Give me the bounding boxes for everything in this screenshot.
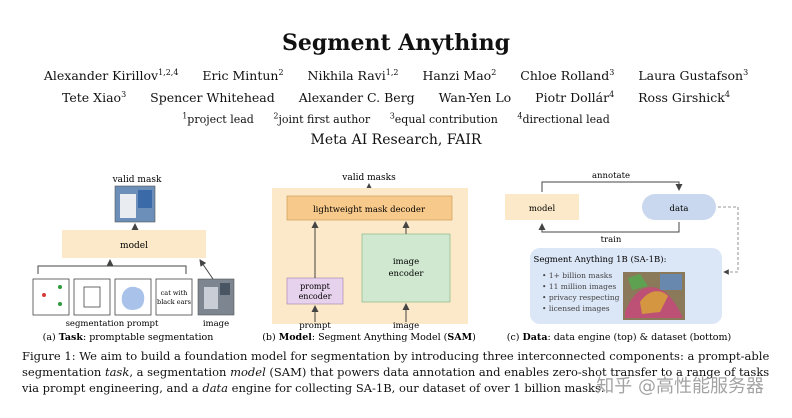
panel-b-model: valid masks lightweight mask decoder ima… [262,173,476,342]
image-encoder-label-2: encoder [389,269,425,279]
author-list-row-2: Tete Xiao3 Spencer Whitehead Alexander C… [0,90,792,105]
affiliation: Meta AI Research, FAIR [310,132,482,148]
panel-b-caption: (b) Model: Segment Anything Model (SAM) [262,332,476,342]
figure-caption: Figure 1: We aim to build a foundation m… [22,349,770,395]
author: Alexander C. Berg [298,90,415,106]
prompt-encoder-label-1: prompt [300,282,330,291]
model-box [62,230,206,258]
panel-a-task: valid mask model cat with black ears seg… [32,175,235,342]
mask-decoder-label: lightweight mask decoder [313,205,426,215]
author-note: 3equal contribution [389,111,498,126]
image-encoder-label-1: image [393,257,419,267]
author: Wan-Yen Lo [438,90,512,106]
author-notes: 1project lead 2joint first author 3equal… [0,111,792,126]
image-label-b: image [393,321,419,331]
dataset-bullet: • privacy respecting [542,293,620,302]
watermark: 知乎 @高性能服务器 [596,376,764,397]
author-list-row-1: Alexander Kirillov1,2,4 Eric Mintun2 Nik… [0,68,792,83]
panel-c-caption: (c) Data: data engine (top) & dataset (b… [507,332,731,342]
caption-label: Figure 1: [22,349,76,363]
dataset-bullet: • licensed images [542,304,610,313]
valid-mask-region [138,190,152,208]
author: Ross Girshick4 [638,90,730,106]
author: Spencer Whitehead [150,90,275,106]
author: Hanzi Mao2 [422,68,497,84]
engine-data-label: data [670,204,689,214]
dataset-bullet: • 11 million images [542,282,616,291]
dataset-bullet: • 1+ billion masks [542,271,612,280]
figure-1: valid mask model cat with black ears seg… [32,171,739,342]
valid-masks-label: valid masks [341,173,396,183]
image-label-a: image [203,319,229,329]
valid-mask-overlay [120,194,136,218]
text-prompt-box [155,278,193,316]
engine-data-box [642,194,716,220]
train-label: train [601,235,622,245]
prompt-encoder-box [286,277,344,305]
engine-model-label: model [529,204,556,214]
valid-mask-label: valid mask [112,175,162,185]
model-box-label: model [120,241,148,251]
text-prompt-line-1: cat with [161,289,188,297]
box-prompt-box [73,278,111,316]
paper-title: Segment Anything [281,30,511,56]
image-encoder-box [361,233,451,303]
panel-c-data: model data annotate train Segment Anythi… [505,171,739,342]
author-note: 1project lead [182,111,254,126]
author-note: 2joint first author [273,111,371,126]
prompt-label-b: prompt [299,321,331,331]
prompt-encoder-label-2: encoder [299,292,332,301]
panel-a-caption: (a) Task: promptable segmentation [43,332,214,342]
author-note: 4directional lead [517,111,610,126]
text-prompt-line-2: black ears [157,298,191,306]
author: Alexander Kirillov1,2,4 [43,68,179,84]
segmentation-prompt-label: segmentation prompt [66,319,159,329]
mask-decoder-box [286,195,453,221]
dataset-title: Segment Anything 1B (SA-1B): [534,254,667,265]
author: Laura Gustafson3 [638,68,749,84]
author: Eric Mintun2 [202,68,284,84]
author: Nikhila Ravi1,2 [307,68,399,84]
author: Piotr Dollár4 [535,90,615,106]
author: Tete Xiao3 [62,90,127,106]
point-prompt-box [32,278,70,316]
engine-model-box [505,194,579,220]
annotate-label: annotate [592,171,630,181]
author: Chloe Rolland3 [520,68,615,84]
